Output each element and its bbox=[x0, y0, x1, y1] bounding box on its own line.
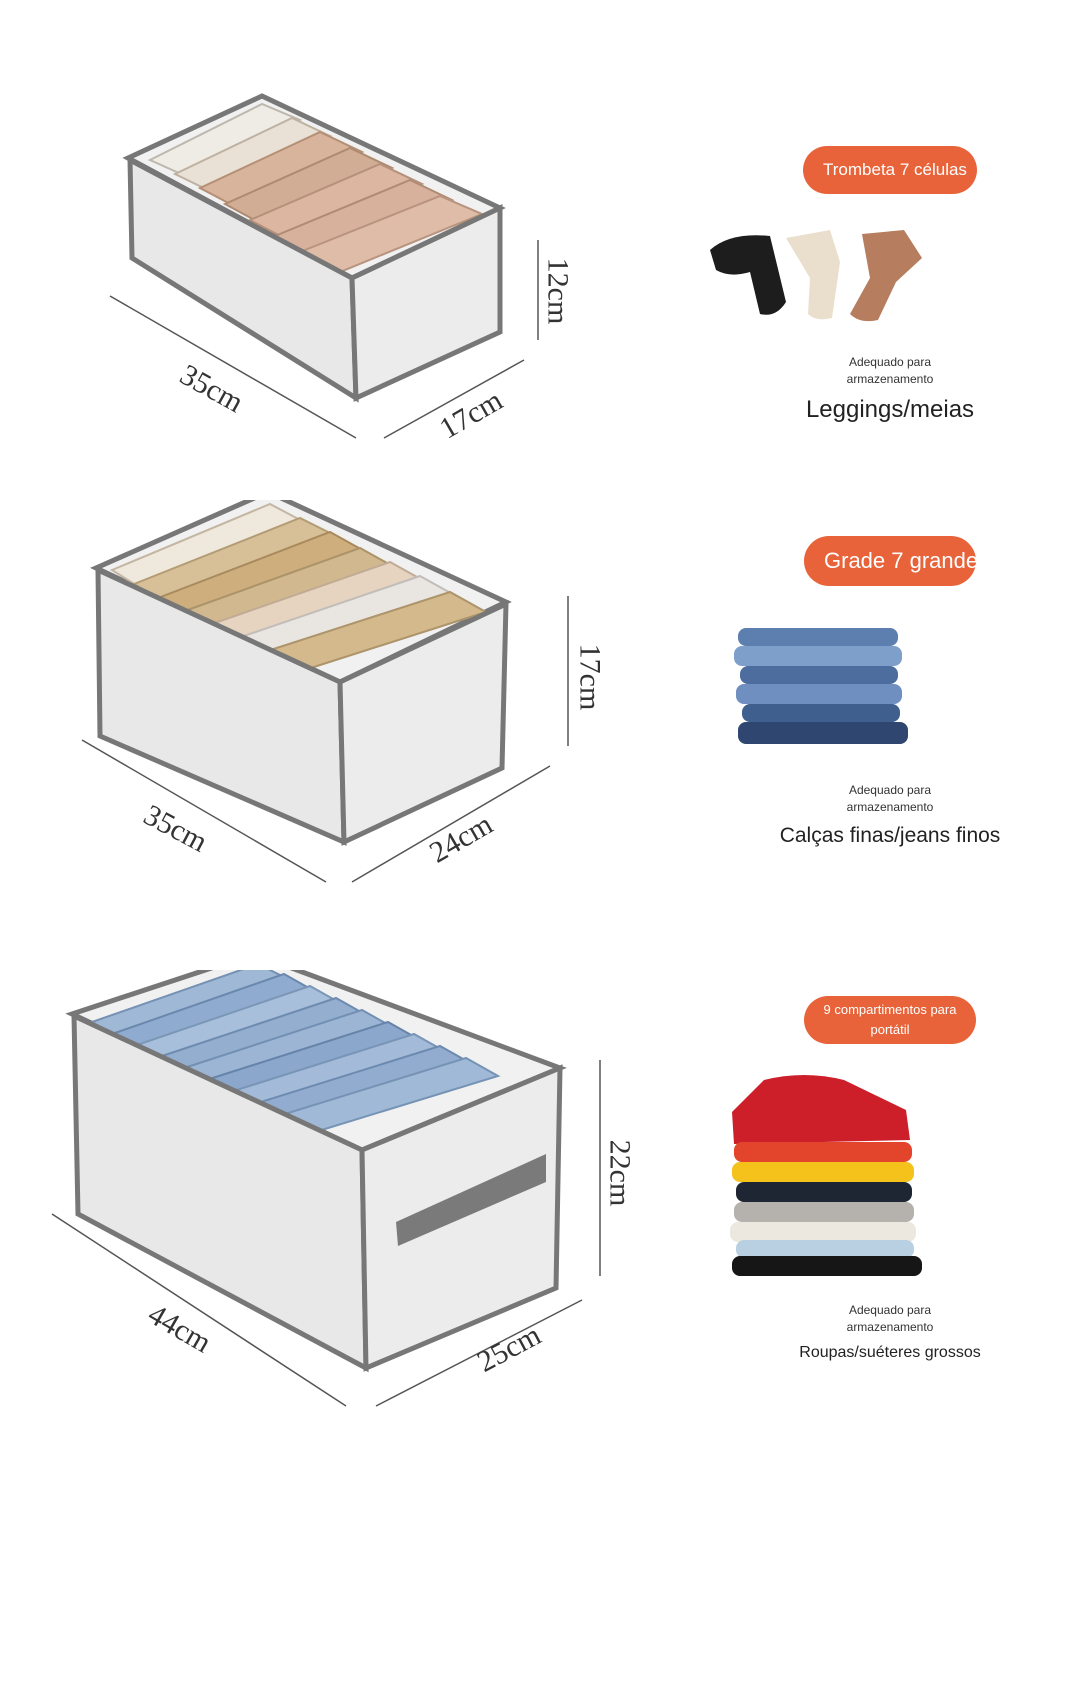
suitable-use-text: Calças finas/jeans finos bbox=[779, 824, 1001, 847]
large-organizer-illustration bbox=[51, 970, 601, 1407]
product-medium-info: Grade 7 grande bbox=[730, 536, 1050, 586]
compartment-badge: 9 compartimentos para portátil bbox=[804, 996, 976, 1044]
suitable-use-text: Roupas/suéteres grossos bbox=[799, 1344, 981, 1361]
jeans-thumbnail bbox=[734, 628, 908, 744]
leggings-thumbnail bbox=[710, 230, 922, 322]
product-large-info: 9 compartimentos para portátil bbox=[730, 996, 1050, 1044]
height-dimension: 22cm bbox=[603, 1139, 637, 1207]
product-medium: 35cm 24cm 17cm Grade 7 grande Adequado p… bbox=[0, 500, 1080, 970]
compartment-badge: Grade 7 grande bbox=[804, 536, 978, 586]
suitability-block: Adequado para armazenamento Roupas/suéte… bbox=[730, 1302, 1050, 1362]
product-small-info: Trombeta 7 células bbox=[730, 146, 1050, 194]
height-dimension: 17cm bbox=[573, 643, 607, 711]
height-dimension: 12cm bbox=[541, 257, 575, 325]
folded-leggings bbox=[147, 102, 485, 274]
suitable-use-text: Leggings/meias bbox=[805, 396, 975, 423]
handle-strap bbox=[396, 1154, 546, 1246]
suitable-for-label: Adequado para armazenamento bbox=[846, 783, 934, 814]
suitable-for-label: Adequado para armazenamento bbox=[846, 1303, 934, 1334]
product-small: 35cm 17cm 12cm Trombeta 7 células Adequa… bbox=[0, 0, 1080, 500]
product-large: 44cm 25cm 22cm 9 compartimentos para por… bbox=[0, 970, 1080, 1570]
suitable-for-label: Adequado para armazenamento bbox=[846, 355, 934, 386]
suitability-block: Adequado para armazenamento Leggings/mei… bbox=[730, 354, 1050, 424]
small-organizer-illustration bbox=[109, 93, 539, 439]
sweaters-thumbnail bbox=[730, 1075, 922, 1276]
suitability-block: Adequado para armazenamento Calças finas… bbox=[730, 782, 1050, 848]
medium-organizer-illustration bbox=[81, 500, 569, 883]
compartment-badge: Trombeta 7 células bbox=[803, 146, 977, 194]
folded-blue-shirts bbox=[89, 970, 501, 1138]
